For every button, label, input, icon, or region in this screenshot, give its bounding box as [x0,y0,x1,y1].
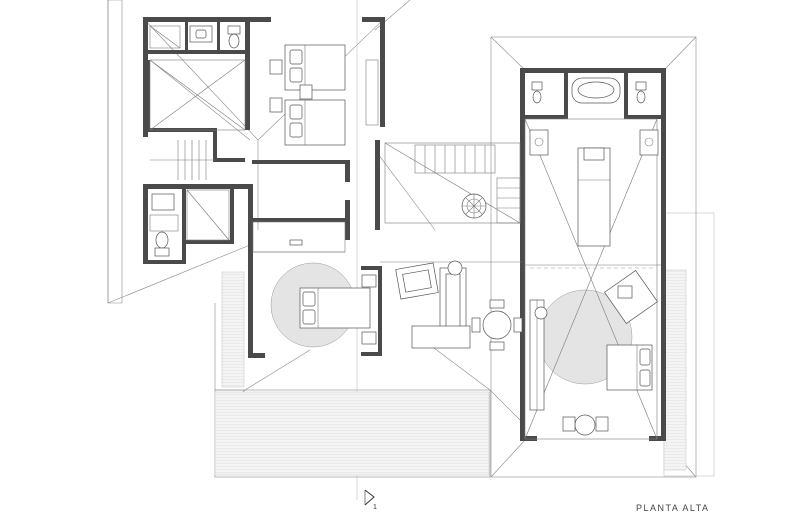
drawing-title: PLANTA ALTA [636,503,710,513]
vanity-island [577,147,611,247]
right-bath-fixtures [529,81,659,156]
section-arrow-icon: 1 [364,489,377,511]
desk-icon [604,270,658,324]
right-wing-cabinet [529,299,548,411]
round-table-icon [471,299,523,351]
sink-icon [189,25,213,43]
armchair-icon [395,262,439,300]
walls-right-wing [520,68,666,441]
stair-icon [150,140,521,224]
plant-icon [461,193,487,219]
bathtub-icon [571,77,621,104]
bedroom-2-bed [299,274,377,345]
bed-icon [269,44,346,146]
shower-icon [149,25,181,49]
terraces [214,269,687,476]
walls-left-block [143,17,385,358]
section-number: 1 [373,504,377,511]
toilet-icon [227,25,241,49]
lower-bath-fixtures [149,193,179,257]
master-bed-right [606,344,653,391]
side-table [289,239,463,276]
dining-set-right [562,414,609,436]
sofa-icon [411,267,471,349]
